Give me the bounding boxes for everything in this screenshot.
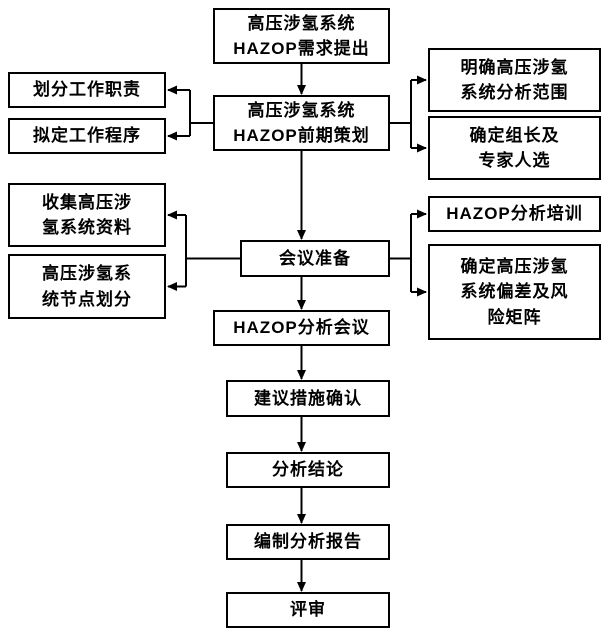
flow-box-planning: 高压涉氢系统 HAZOP前期策划 — [213, 95, 390, 151]
branch-meeting-right — [390, 214, 412, 292]
flow-box-duty: 划分工作职责 — [8, 72, 166, 108]
flow-box-scope: 明确高压涉氢 系统分析范围 — [428, 48, 601, 112]
flow-box-analysis-meeting: HAZOP分析会议 — [213, 310, 390, 346]
flow-box-collect: 收集高压涉 氢系统资料 — [8, 183, 166, 247]
flow-box-measures: 建议措施确认 — [226, 380, 390, 417]
flow-box-nodes: 高压涉氢系 统节点划分 — [8, 254, 166, 319]
flow-box-training: HAZOP分析培训 — [428, 196, 601, 232]
flow-box-conclusion: 分析结论 — [226, 452, 390, 488]
flow-box-leader: 确定组长及 专家人选 — [428, 116, 601, 180]
flow-box-procedure: 拟定工作程序 — [8, 118, 166, 154]
flow-box-review: 评审 — [226, 592, 390, 628]
flow-box-meeting-prep: 会议准备 — [240, 240, 390, 277]
branch-planning-left — [189, 90, 213, 136]
branch-meeting-left — [185, 215, 240, 287]
branch-planning-right — [390, 80, 412, 148]
connector-lines — [167, 64, 427, 592]
flow-box-deviation: 确定高压涉氢 系统偏差及风 险矩阵 — [428, 244, 601, 340]
flow-box-report: 编制分析报告 — [226, 524, 390, 560]
flow-box-demand: 高压涉氢系统 HAZOP需求提出 — [213, 8, 390, 64]
